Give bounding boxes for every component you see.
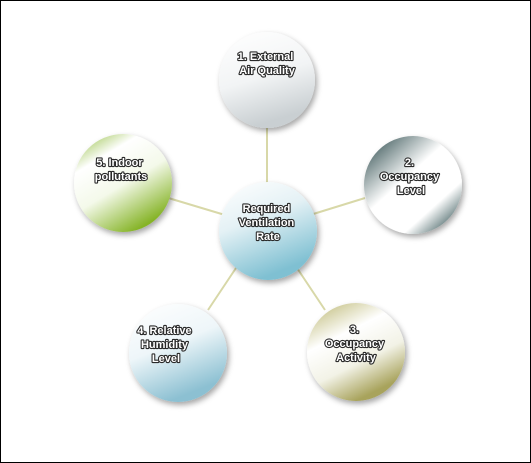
node-label-line: Occupancy bbox=[325, 338, 385, 350]
svg-text:2. Occupancy Level: 2. Occupancy Level bbox=[380, 157, 442, 197]
node-circle bbox=[74, 134, 172, 232]
svg-text:3. Occupancy Activ: 3. Occupancy Activity bbox=[325, 324, 387, 364]
center-node: Required Ventilation Rate bbox=[219, 182, 317, 280]
node-label-line: Humidity bbox=[141, 339, 189, 351]
node-circle bbox=[219, 32, 315, 128]
center-circle bbox=[219, 182, 317, 280]
node-indoor-pollutants: 5. Indoor pollutants bbox=[74, 134, 172, 232]
svg-text:1. External Air Quality: 1. External Air Quality bbox=[238, 51, 297, 77]
node-occupancy-activity: 3. Occupancy Activity bbox=[307, 303, 405, 401]
connector-occupancy-activity bbox=[294, 264, 326, 311]
node-label-line: Activity bbox=[336, 352, 377, 364]
node-label-line: pollutants bbox=[95, 171, 148, 183]
svg-text:4. Relative Humidity: 4. Relative Humidity Level bbox=[137, 325, 194, 365]
svg-text:Required Ventilation: Required Ventilation Rate bbox=[239, 203, 298, 243]
node-relative-humidity-level: 4. Relative Humidity Level bbox=[129, 304, 227, 402]
node-circle bbox=[129, 304, 227, 402]
node-external-air-quality: 1. External Air Quality bbox=[219, 32, 315, 128]
node-label-line: Air Quality bbox=[239, 65, 296, 77]
node-label-line: Level bbox=[152, 353, 180, 365]
center-label-line: Required bbox=[243, 203, 291, 215]
node-label-line: 4. Relative bbox=[137, 325, 191, 337]
node-label-line: 2. bbox=[405, 157, 414, 169]
svg-text:5. Indoor pollutants: 5. Indoor pollutants bbox=[95, 157, 148, 183]
center-label-line: Rate bbox=[256, 231, 280, 243]
node-label-line: 3. bbox=[350, 324, 359, 336]
node-occupancy-level: 2. Occupancy Level bbox=[364, 136, 462, 234]
node-circle bbox=[364, 136, 462, 234]
node-label-line: 1. External bbox=[238, 51, 294, 63]
connector-occupancy-level bbox=[309, 197, 366, 216]
connector-indoor-pollutants bbox=[164, 196, 226, 216]
node-label-line: 5. Indoor bbox=[96, 157, 143, 169]
node-circle bbox=[307, 303, 405, 401]
center-label-line: Ventilation bbox=[239, 217, 295, 229]
node-label-line: Level bbox=[397, 185, 425, 197]
node-label-line: Occupancy bbox=[380, 171, 440, 183]
connector-relative-humidity-level bbox=[207, 264, 239, 311]
